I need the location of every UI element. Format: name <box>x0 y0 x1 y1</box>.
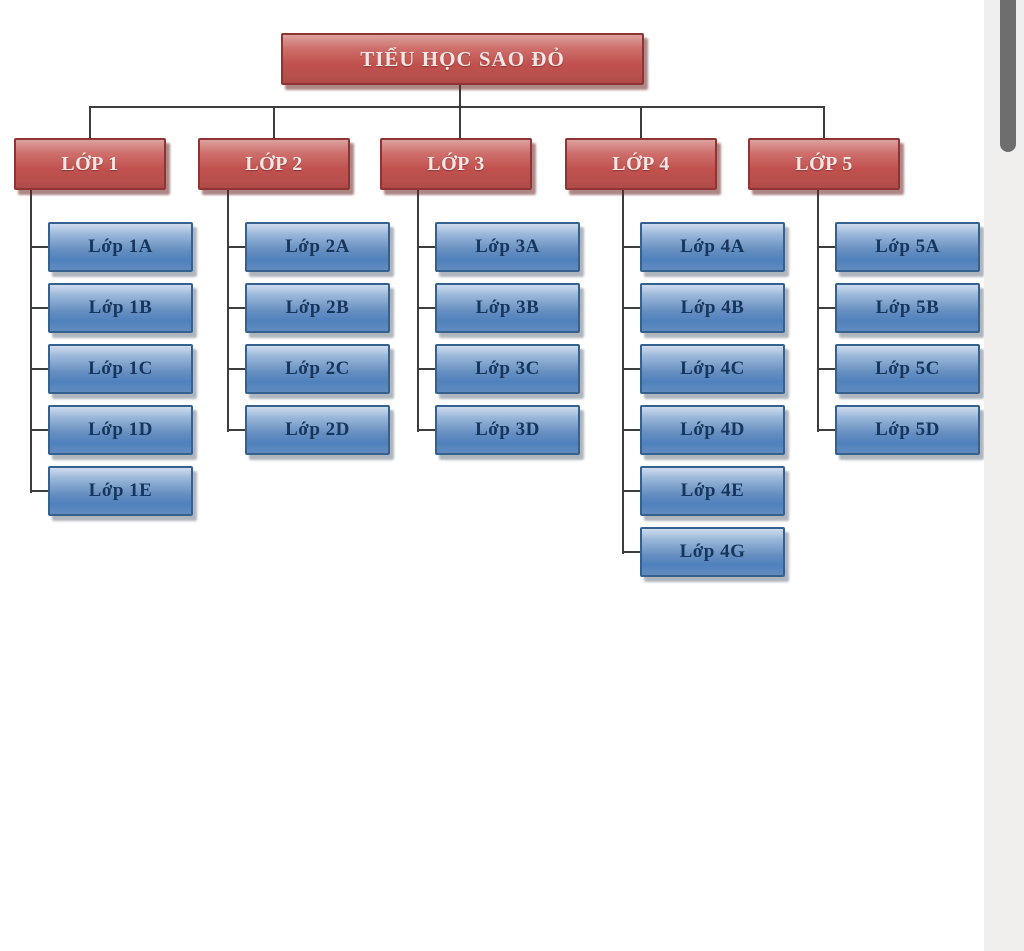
class-node-label: Lớp 3B <box>475 297 540 318</box>
class-node-lop-3b: Lớp 3B <box>435 283 580 333</box>
class-node-label: Lớp 1A <box>88 236 153 257</box>
class-node-lop-4g: Lớp 4G <box>640 527 785 577</box>
class-node-label: Lớp 2C <box>285 358 350 379</box>
connector-line <box>459 85 461 107</box>
class-node-lop-4b: Lớp 4B <box>640 283 785 333</box>
connector-line <box>227 429 245 431</box>
scrollbar-track[interactable] <box>984 0 1024 951</box>
scrollbar-thumb[interactable] <box>1000 0 1016 152</box>
connector-line <box>622 551 640 553</box>
class-node-lop-5c: Lớp 5C <box>835 344 980 394</box>
connector-line <box>622 368 640 370</box>
connector-line <box>417 368 435 370</box>
connector-line <box>640 106 642 138</box>
connector-line <box>89 106 825 108</box>
class-node-label: Lớp 5B <box>875 297 940 318</box>
connector-line <box>622 246 640 248</box>
connector-line <box>30 429 48 431</box>
root-node: TIỂU HỌC SAO ĐỎ <box>281 33 644 85</box>
class-node-lop-4a: Lớp 4A <box>640 222 785 272</box>
connector-line <box>227 368 245 370</box>
class-node-lop-5b: Lớp 5B <box>835 283 980 333</box>
class-node-label: Lớp 4A <box>680 236 745 257</box>
connector-line <box>227 190 229 432</box>
class-node-label: Lớp 1C <box>88 358 153 379</box>
connector-line <box>459 106 461 138</box>
group-node-label: LỚP 1 <box>61 152 119 175</box>
connector-line <box>30 246 48 248</box>
class-node-label: Lớp 4B <box>680 297 745 318</box>
class-node-lop-2c: Lớp 2C <box>245 344 390 394</box>
connector-line <box>417 307 435 309</box>
class-node-label: Lớp 4D <box>680 419 745 440</box>
connector-line <box>417 190 419 432</box>
connector-line <box>273 106 275 138</box>
group-node-lop-3: LỚP 3 <box>380 138 532 190</box>
class-node-label: Lớp 1B <box>88 297 153 318</box>
class-node-lop-3d: Lớp 3D <box>435 405 580 455</box>
class-node-label: Lớp 5C <box>875 358 940 379</box>
group-node-lop-1: LỚP 1 <box>14 138 166 190</box>
connector-line <box>817 246 835 248</box>
class-node-lop-1e: Lớp 1E <box>48 466 193 516</box>
class-node-lop-2a: Lớp 2A <box>245 222 390 272</box>
class-node-lop-1d: Lớp 1D <box>48 405 193 455</box>
class-node-lop-4d: Lớp 4D <box>640 405 785 455</box>
class-node-label: Lớp 5D <box>875 419 940 440</box>
class-node-label: Lớp 3A <box>475 236 540 257</box>
class-node-lop-5a: Lớp 5A <box>835 222 980 272</box>
connector-line <box>417 429 435 431</box>
connector-line <box>30 307 48 309</box>
class-node-label: Lớp 5A <box>875 236 940 257</box>
class-node-label: Lớp 1D <box>88 419 153 440</box>
class-node-label: Lớp 4G <box>679 541 746 562</box>
group-node-label: LỚP 3 <box>427 152 485 175</box>
class-node-lop-4e: Lớp 4E <box>640 466 785 516</box>
connector-line <box>817 190 819 432</box>
class-node-label: Lớp 4C <box>680 358 745 379</box>
group-node-lop-5: LỚP 5 <box>748 138 900 190</box>
class-node-label: Lớp 2D <box>285 419 350 440</box>
connector-line <box>817 368 835 370</box>
class-node-lop-4c: Lớp 4C <box>640 344 785 394</box>
class-node-lop-2b: Lớp 2B <box>245 283 390 333</box>
class-node-label: Lớp 4E <box>680 480 745 501</box>
class-node-label: Lớp 2A <box>285 236 350 257</box>
connector-line <box>622 307 640 309</box>
class-node-label: Lớp 3D <box>475 419 540 440</box>
root-node-label: TIỂU HỌC SAO ĐỎ <box>360 46 565 71</box>
group-node-label: LỚP 2 <box>245 152 303 175</box>
connector-line <box>417 246 435 248</box>
class-node-lop-5d: Lớp 5D <box>835 405 980 455</box>
connector-line <box>622 490 640 492</box>
class-node-lop-2d: Lớp 2D <box>245 405 390 455</box>
class-node-lop-1b: Lớp 1B <box>48 283 193 333</box>
connector-line <box>30 190 32 493</box>
class-node-lop-3a: Lớp 3A <box>435 222 580 272</box>
group-node-label: LỚP 5 <box>795 152 853 175</box>
connector-line <box>227 307 245 309</box>
class-node-lop-1a: Lớp 1A <box>48 222 193 272</box>
connector-line <box>30 490 48 492</box>
class-node-label: Lớp 1E <box>88 480 153 501</box>
group-node-lop-4: LỚP 4 <box>565 138 717 190</box>
connector-line <box>622 429 640 431</box>
connector-line <box>89 106 91 138</box>
group-node-lop-2: LỚP 2 <box>198 138 350 190</box>
class-node-lop-1c: Lớp 1C <box>48 344 193 394</box>
class-node-label: Lớp 2B <box>285 297 350 318</box>
group-node-label: LỚP 4 <box>612 152 670 175</box>
class-node-label: Lớp 3C <box>475 358 540 379</box>
connector-line <box>30 368 48 370</box>
class-node-lop-3c: Lớp 3C <box>435 344 580 394</box>
connector-line <box>823 106 825 138</box>
connector-line <box>622 190 624 554</box>
connector-line <box>227 246 245 248</box>
connector-line <box>817 429 835 431</box>
connector-line <box>817 307 835 309</box>
